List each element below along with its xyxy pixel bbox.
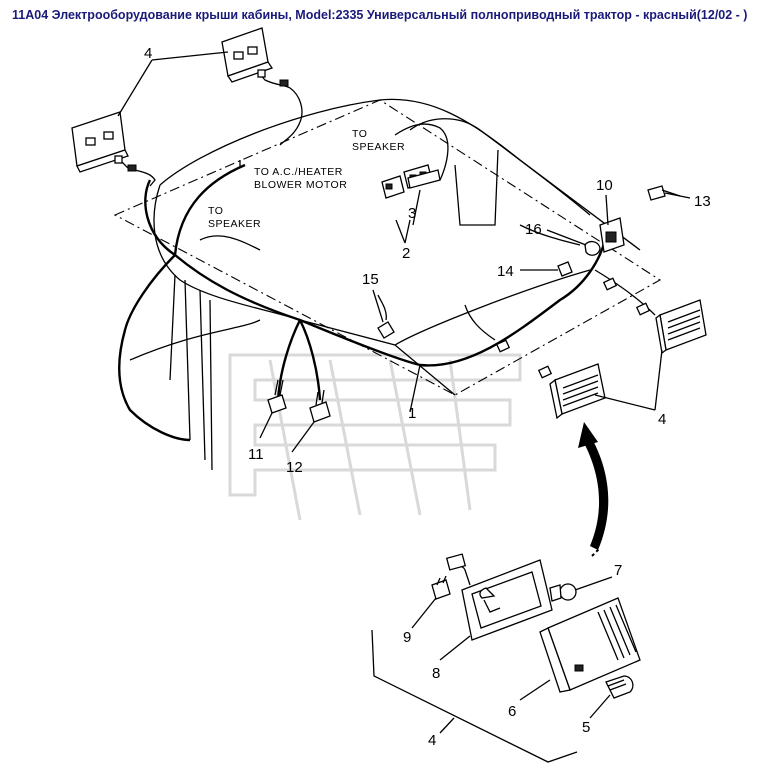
relay-bracket bbox=[557, 185, 681, 277]
note-to-blower: TO A.C./HEATER BLOWER MOTOR bbox=[254, 166, 347, 191]
fuse-holder bbox=[377, 294, 395, 339]
note-speaker-top-line2: SPEAKER bbox=[352, 141, 405, 153]
callout-15: 15 bbox=[362, 271, 379, 288]
callout-2: 2 bbox=[402, 245, 410, 262]
lamp-exploded-assembly bbox=[431, 553, 641, 699]
callout-13: 13 bbox=[694, 193, 711, 210]
callout-12: 12 bbox=[286, 459, 303, 476]
connector-11 bbox=[267, 379, 287, 414]
page-title: 11А04 Электрооборудование крыши кабины, … bbox=[12, 8, 748, 22]
wiring-harness bbox=[118, 118, 656, 442]
work-lamp-top-right bbox=[221, 27, 303, 146]
callout-9: 9 bbox=[403, 629, 411, 646]
callout-4-top: 4 bbox=[144, 45, 152, 62]
work-lamp-right-lower bbox=[549, 363, 606, 420]
callout-4-bottom: 4 bbox=[428, 732, 436, 749]
connector-12 bbox=[309, 389, 331, 423]
note-blower-line2: BLOWER MOTOR bbox=[254, 179, 347, 191]
note-speaker-left-line2: SPEAKER bbox=[208, 218, 261, 230]
callout-7: 7 bbox=[614, 562, 622, 579]
note-speaker-left-line1: TO bbox=[208, 205, 223, 217]
note-blower-line1: TO A.C./HEATER bbox=[254, 166, 343, 178]
roof-switches bbox=[381, 164, 441, 199]
leader-lines bbox=[117, 51, 691, 734]
harness-plugs bbox=[495, 277, 651, 379]
callout-14: 14 bbox=[497, 263, 514, 280]
lamp-mount-plane bbox=[371, 629, 578, 763]
callout-4-right: 4 bbox=[658, 411, 666, 428]
callout-10: 10 bbox=[596, 177, 613, 194]
work-lamp-top-left bbox=[71, 111, 156, 187]
work-lamp-right-upper bbox=[655, 299, 707, 355]
callout-3: 3 bbox=[408, 205, 416, 222]
callout-1: 1 bbox=[408, 405, 416, 422]
cab-roof bbox=[113, 98, 662, 471]
note-to-speaker-left: TO SPEAKER bbox=[208, 205, 261, 230]
callout-5: 5 bbox=[582, 719, 590, 736]
callout-6: 6 bbox=[508, 703, 516, 720]
note-speaker-top-line1: TO bbox=[352, 128, 367, 140]
callout-8: 8 bbox=[432, 665, 440, 682]
callout-11: 11 bbox=[248, 446, 264, 463]
callout-16: 16 bbox=[525, 221, 542, 238]
note-to-speaker-top: TO SPEAKER bbox=[352, 128, 405, 153]
exploded-view-arrow bbox=[578, 422, 609, 557]
watermark-logo bbox=[228, 353, 522, 521]
